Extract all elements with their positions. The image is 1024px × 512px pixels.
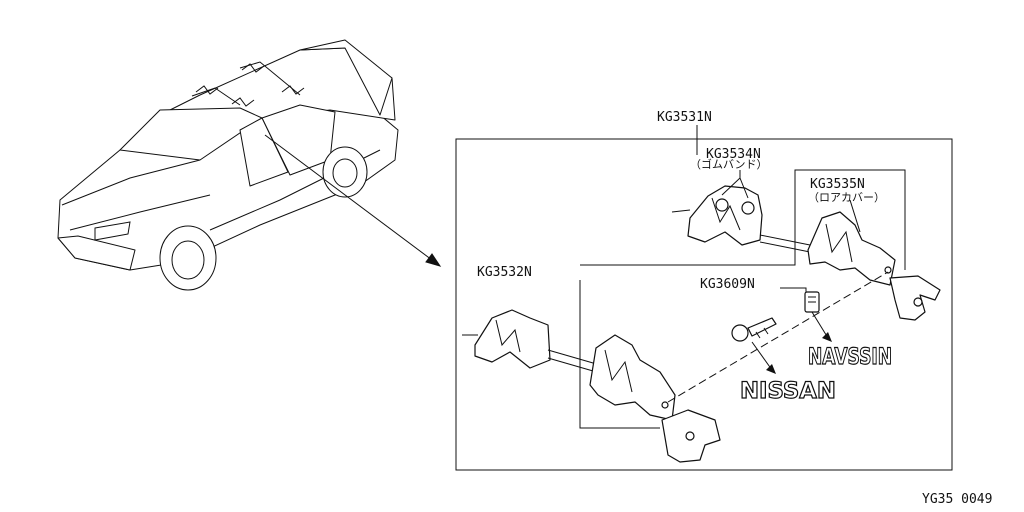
label-kg3535n-sub: （ロアカバー）: [808, 191, 885, 204]
car-illustration: [57, 39, 442, 291]
label-kg3532n: KG3532N: [477, 265, 532, 280]
key-and-lock: [731, 291, 832, 374]
kg3532n-bracket: [579, 255, 796, 429]
front-rack: [462, 309, 721, 463]
kg3535n-bracket: [794, 169, 906, 270]
label-kg3609n: KG3609N: [700, 277, 755, 292]
stamp-nissan-mirror: NAVSSIN: [808, 345, 892, 370]
rear-rack: [671, 185, 941, 321]
label-kg3534n: KG3534N: [706, 147, 761, 162]
stamp-nissan: NISSAN: [740, 379, 836, 404]
label-kg3534n-sub: （ゴムバンド）: [690, 157, 768, 171]
inset-frame: [455, 138, 953, 471]
label-kg3535n: KG3535N: [810, 177, 865, 192]
label-kg3531n: KG3531N: [657, 110, 712, 125]
diagram-code: YG35 0049: [922, 492, 992, 507]
